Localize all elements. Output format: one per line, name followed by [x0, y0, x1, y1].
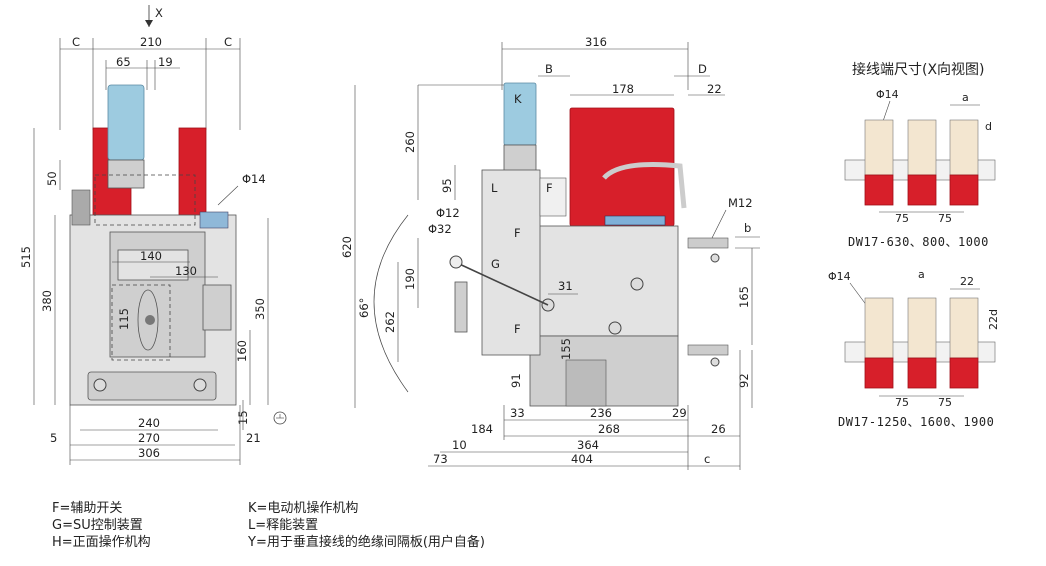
ground-icon [273, 411, 287, 425]
top-a: a [962, 91, 969, 104]
dim-210: 210 [140, 35, 162, 49]
dim-22: 22 [707, 82, 722, 96]
bottom-model: DW17-1250、1600、1900 [838, 415, 994, 429]
dim-350: 350 [253, 298, 267, 320]
legend-item-g: G=SU控制装置 [52, 518, 143, 533]
dim-190: 190 [403, 268, 417, 290]
bottom-a: a [918, 268, 925, 281]
dim-c: c [704, 452, 710, 466]
dim-c-right: C [224, 35, 232, 49]
dim-10: 10 [452, 438, 467, 452]
dim-b-small: b [744, 221, 751, 235]
dim-364: 364 [577, 438, 599, 452]
dim-29: 29 [672, 406, 687, 420]
label-f-low: F [514, 322, 521, 336]
dim-515: 515 [19, 246, 33, 268]
dim-115: 115 [117, 308, 131, 330]
dim-m12: M12 [728, 196, 753, 210]
terminal-set-top: a Φ14 d 75 75 DW17-630、800、1000 [844, 88, 996, 249]
dim-240: 240 [138, 416, 160, 430]
dim-140: 140 [140, 249, 162, 263]
legend-item-f: F=辅助开关 [52, 501, 123, 516]
dim-178: 178 [612, 82, 634, 96]
dim-5: 5 [50, 431, 57, 445]
dim-130: 130 [175, 264, 197, 278]
label-g: G [491, 257, 500, 271]
dim-b: B [545, 62, 553, 76]
legend-left: F=辅助开关 G=SU控制装置 H=正面操作机构 [52, 500, 151, 551]
terminal-set-bottom: Φ14 a 22 22d 75 75 DW17-1250、1600、1900 [828, 268, 1000, 429]
dim-19: 19 [158, 55, 173, 69]
motor-operator [107, 84, 145, 161]
dim-15: 15 [236, 410, 250, 425]
dim-phi12: Φ12 [436, 206, 460, 220]
dim-33: 33 [510, 406, 525, 420]
dim-phi32: Φ32 [428, 222, 452, 236]
dim-316: 316 [585, 35, 607, 49]
legend-item-y: Y=用于垂直接线的绝缘间隔板(用户自备) [248, 535, 485, 550]
terminal-view-title: 接线端尺寸(X向视图) [852, 61, 985, 78]
legend-item-h: H=正面操作机构 [52, 535, 151, 550]
dim-260: 260 [403, 131, 417, 153]
bottom-22d: 22d [987, 309, 1000, 330]
dim-404: 404 [571, 452, 593, 466]
label-k: K [514, 92, 522, 106]
bottom-phi14: Φ14 [828, 270, 851, 283]
dim-270: 270 [138, 431, 160, 445]
side-body [529, 225, 679, 337]
dim-262: 262 [383, 311, 397, 333]
dim-380: 380 [40, 290, 54, 312]
dim-31: 31 [558, 279, 573, 293]
dim-65: 65 [116, 55, 131, 69]
dim-50: 50 [45, 171, 59, 186]
dim-155: 155 [559, 338, 573, 360]
dim-620: 620 [340, 236, 354, 258]
bottom-75b: 75 [938, 396, 952, 409]
terminal-view: 接线端尺寸(X向视图) a Φ14 d 75 75 DW17-630、800、1… [828, 61, 1000, 429]
label-l: L [491, 181, 498, 195]
dim-184: 184 [471, 422, 493, 436]
x-arrow-label: X [155, 6, 163, 20]
dim-26: 26 [711, 422, 726, 436]
legend-item-l: L=释能装置 [248, 518, 319, 533]
dim-91: 91 [509, 373, 523, 388]
dim-phi14: Φ14 [242, 172, 266, 186]
label-f-top: F [546, 181, 553, 195]
legend-right: K=电动机操作机构 L=释能装置 Y=用于垂直接线的绝缘间隔板(用户自备) [248, 500, 485, 551]
legend-item-k: K=电动机操作机构 [248, 501, 359, 516]
front-view: X C 210 C 65 19 [19, 5, 287, 465]
top-75b: 75 [938, 212, 952, 225]
dim-165: 165 [737, 286, 751, 308]
dim-92: 92 [737, 373, 751, 388]
bottom-75a: 75 [895, 396, 909, 409]
red-terminal-right [178, 127, 207, 219]
dim-c-left: C [72, 35, 80, 49]
dim-268: 268 [598, 422, 620, 436]
label-f-mid: F [514, 226, 521, 240]
top-d: d [985, 120, 992, 133]
top-model: DW17-630、800、1000 [848, 235, 989, 249]
top-75a: 75 [895, 212, 909, 225]
dim-21: 21 [246, 431, 261, 445]
dim-306: 306 [138, 446, 160, 460]
side-view: 316 B D 178 22 K F F F L G [340, 35, 760, 470]
dim-66deg: 66° [357, 298, 371, 318]
dim-236: 236 [590, 406, 612, 420]
bottom-22: 22 [960, 275, 974, 288]
top-phi14: Φ14 [876, 88, 899, 101]
dim-160: 160 [235, 340, 249, 362]
dim-d: D [698, 62, 707, 76]
dim-95: 95 [440, 178, 454, 193]
dim-73: 73 [433, 452, 448, 466]
